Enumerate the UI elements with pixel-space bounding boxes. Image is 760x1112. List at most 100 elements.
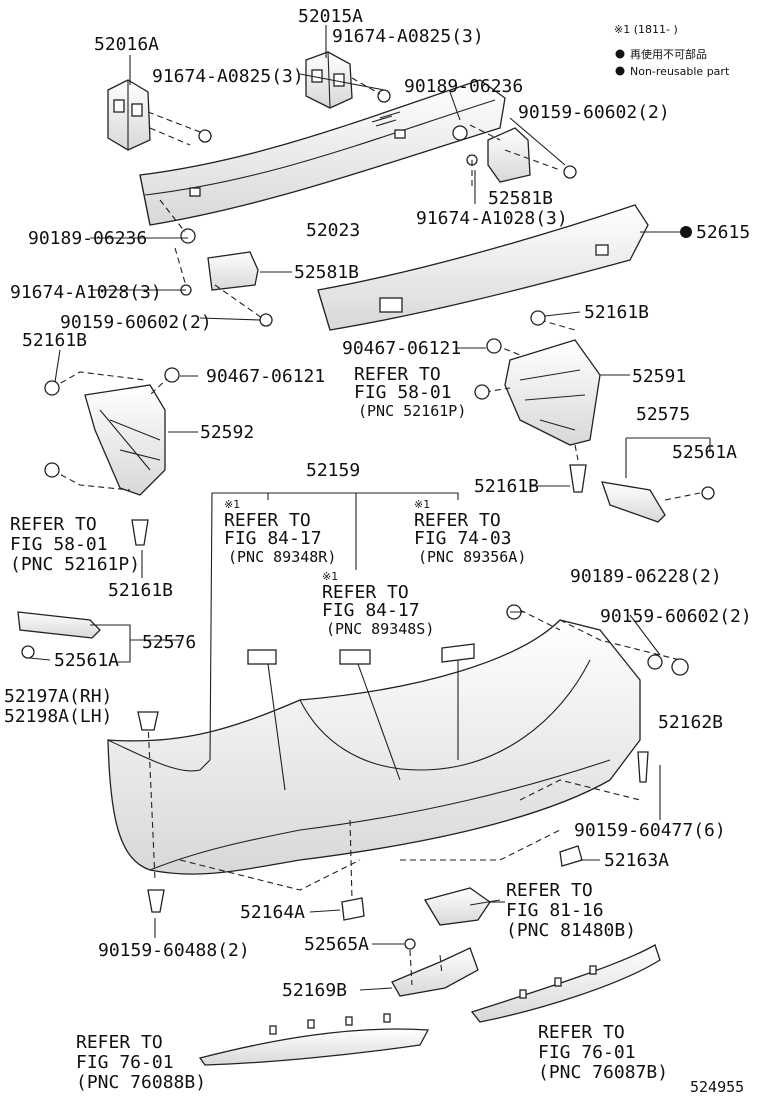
svg-text:(PNC 89348R): (PNC 89348R) bbox=[228, 548, 336, 566]
label-90159-60488: 90159-60488(2) bbox=[98, 940, 250, 961]
absorber-52615 bbox=[317, 204, 649, 331]
nut-icon bbox=[486, 338, 502, 354]
label-90159-60602: 90159-60602(2) bbox=[518, 102, 670, 123]
molding-76088B bbox=[198, 1028, 430, 1066]
svg-text:REFER TO: REFER TO bbox=[354, 364, 441, 385]
svg-text:FIG 81-16: FIG 81-16 bbox=[506, 900, 604, 921]
clip-icon bbox=[404, 938, 416, 950]
label-52161B: 52161B bbox=[108, 580, 173, 601]
svg-text:REFER TO: REFER TO bbox=[10, 514, 97, 535]
label-91674-A0825: 91674-A0825(3) bbox=[332, 26, 484, 47]
refer-fig84-89348R: ※1 REFER TO FIG 84-17 (PNC 89348R) bbox=[224, 498, 336, 566]
label-52162B: 52162B bbox=[658, 712, 723, 733]
label-90189-06228: 90189-06228(2) bbox=[570, 566, 722, 587]
clip-icon bbox=[530, 310, 546, 326]
reinforcement-beam bbox=[139, 79, 506, 226]
bolt-icon bbox=[147, 889, 165, 913]
label-90159-60602: 90159-60602(2) bbox=[60, 312, 212, 333]
clip-icon bbox=[44, 462, 60, 478]
svg-text:REFER TO: REFER TO bbox=[76, 1032, 163, 1053]
side-retainer-52591 bbox=[504, 339, 601, 446]
label-52581B: 52581B bbox=[488, 188, 553, 209]
label-90467-06121: 90467-06121 bbox=[206, 366, 325, 387]
refer-fig74: ※1 REFER TO FIG 74-03 (PNC 89356A) bbox=[414, 498, 526, 566]
diagram-id: 524955 bbox=[690, 1078, 744, 1096]
svg-text:REFER TO: REFER TO bbox=[538, 1022, 625, 1043]
label-90467-06121: 90467-06121 bbox=[342, 338, 461, 359]
label-52591: 52591 bbox=[632, 366, 686, 387]
label-90159-60602: 90159-60602(2) bbox=[600, 606, 752, 627]
refer-fig81: REFER TO FIG 81-16 (PNC 81480B) bbox=[506, 880, 636, 941]
label-52561A: 52561A bbox=[54, 650, 119, 671]
label-52161B: 52161B bbox=[22, 330, 87, 351]
svg-text:FIG 76-01: FIG 76-01 bbox=[76, 1052, 174, 1073]
label-90189-06236: 90189-06236 bbox=[404, 76, 523, 97]
label-52164A: 52164A bbox=[240, 902, 305, 923]
clip-icon bbox=[131, 519, 149, 546]
label-52575: 52575 bbox=[636, 404, 690, 425]
label-90189-06236: 90189-06236 bbox=[28, 228, 147, 249]
clip-icon bbox=[137, 711, 159, 731]
label-91674-A1028: 91674-A1028(3) bbox=[416, 208, 568, 229]
retainer-52581B-right bbox=[487, 127, 531, 183]
svg-text:FIG 74-03: FIG 74-03 bbox=[414, 528, 512, 549]
label-52592: 52592 bbox=[200, 422, 254, 443]
svg-text:※1: ※1 bbox=[414, 498, 430, 511]
retainer-52581B-left bbox=[207, 251, 259, 291]
label-52161B: 52161B bbox=[474, 476, 539, 497]
clip-icon bbox=[44, 380, 60, 396]
svg-text:(PNC 89348S): (PNC 89348S) bbox=[326, 620, 434, 638]
bracket-89348R bbox=[247, 649, 277, 665]
molding-clips-right bbox=[519, 965, 597, 999]
cap-52163A bbox=[559, 845, 583, 867]
svg-text:※1: ※1 bbox=[224, 498, 240, 511]
svg-text:REFER TO: REFER TO bbox=[322, 582, 409, 603]
svg-text:(PNC 76088B): (PNC 76088B) bbox=[76, 1072, 206, 1093]
svg-text:REFER TO: REFER TO bbox=[506, 880, 593, 901]
svg-text:FIG 84-17: FIG 84-17 bbox=[322, 600, 420, 621]
legend-jp: 再使用不可部品 bbox=[630, 47, 707, 61]
svg-text:FIG 76-01: FIG 76-01 bbox=[538, 1042, 636, 1063]
label-52023: 52023 bbox=[306, 220, 360, 241]
svg-text:(PNC 52161P): (PNC 52161P) bbox=[10, 554, 140, 575]
label-52015A: 52015A bbox=[298, 6, 363, 27]
label-91674-A0825: 91674-A0825(3) bbox=[152, 66, 304, 87]
label-52576: 52576 bbox=[142, 632, 196, 653]
svg-text:REFER TO: REFER TO bbox=[224, 510, 311, 531]
svg-text:(PNC 89356A): (PNC 89356A) bbox=[418, 548, 526, 566]
bracket-89348S bbox=[339, 649, 371, 665]
bolt-icon bbox=[647, 654, 663, 670]
svg-text:(PNC 76087B): (PNC 76087B) bbox=[538, 1062, 668, 1083]
svg-text:REFER TO: REFER TO bbox=[414, 510, 501, 531]
side-retainer-52592 bbox=[84, 384, 166, 496]
sensor-81480B bbox=[423, 887, 491, 926]
bolt-icon bbox=[21, 645, 35, 659]
label-52169B: 52169B bbox=[282, 980, 347, 1001]
clip-icon bbox=[474, 384, 490, 400]
legend-note: ※1 (1811- ) bbox=[614, 23, 678, 36]
label-52163A: 52163A bbox=[604, 850, 669, 871]
svg-text:FIG 84-17: FIG 84-17 bbox=[224, 528, 322, 549]
label-91674-A1028: 91674-A1028(3) bbox=[10, 282, 162, 303]
bullet-icon bbox=[615, 49, 625, 59]
legend-en: Non-reusable part bbox=[630, 65, 730, 78]
refer-fig84-89348S: ※1 REFER TO FIG 84-17 (PNC 89348S) bbox=[322, 570, 434, 638]
non-reusable-bullet-icon bbox=[680, 226, 692, 238]
svg-text:(PNC 52161P): (PNC 52161P) bbox=[358, 402, 466, 420]
label-52581B: 52581B bbox=[294, 262, 359, 283]
refer-fig76-76087B: REFER TO FIG 76-01 (PNC 76087B) bbox=[538, 1022, 668, 1083]
bracket-52575 bbox=[601, 481, 666, 523]
legend: ※1 (1811- ) 再使用不可部品 Non-reusable part bbox=[614, 23, 730, 78]
bracket-89356A bbox=[441, 643, 475, 663]
nut-icon bbox=[164, 367, 180, 383]
refer-fig76-76088B: REFER TO FIG 76-01 (PNC 76088B) bbox=[76, 1032, 206, 1093]
bracket-52016A bbox=[107, 79, 151, 151]
label-52615: 52615 bbox=[696, 222, 750, 243]
bolt-icon bbox=[637, 751, 649, 783]
cap-52164A bbox=[341, 897, 365, 921]
svg-text:FIG 58-01: FIG 58-01 bbox=[354, 382, 452, 403]
label-52161B: 52161B bbox=[584, 302, 649, 323]
clip-icon bbox=[569, 464, 587, 493]
bracket-52169B bbox=[391, 947, 479, 997]
